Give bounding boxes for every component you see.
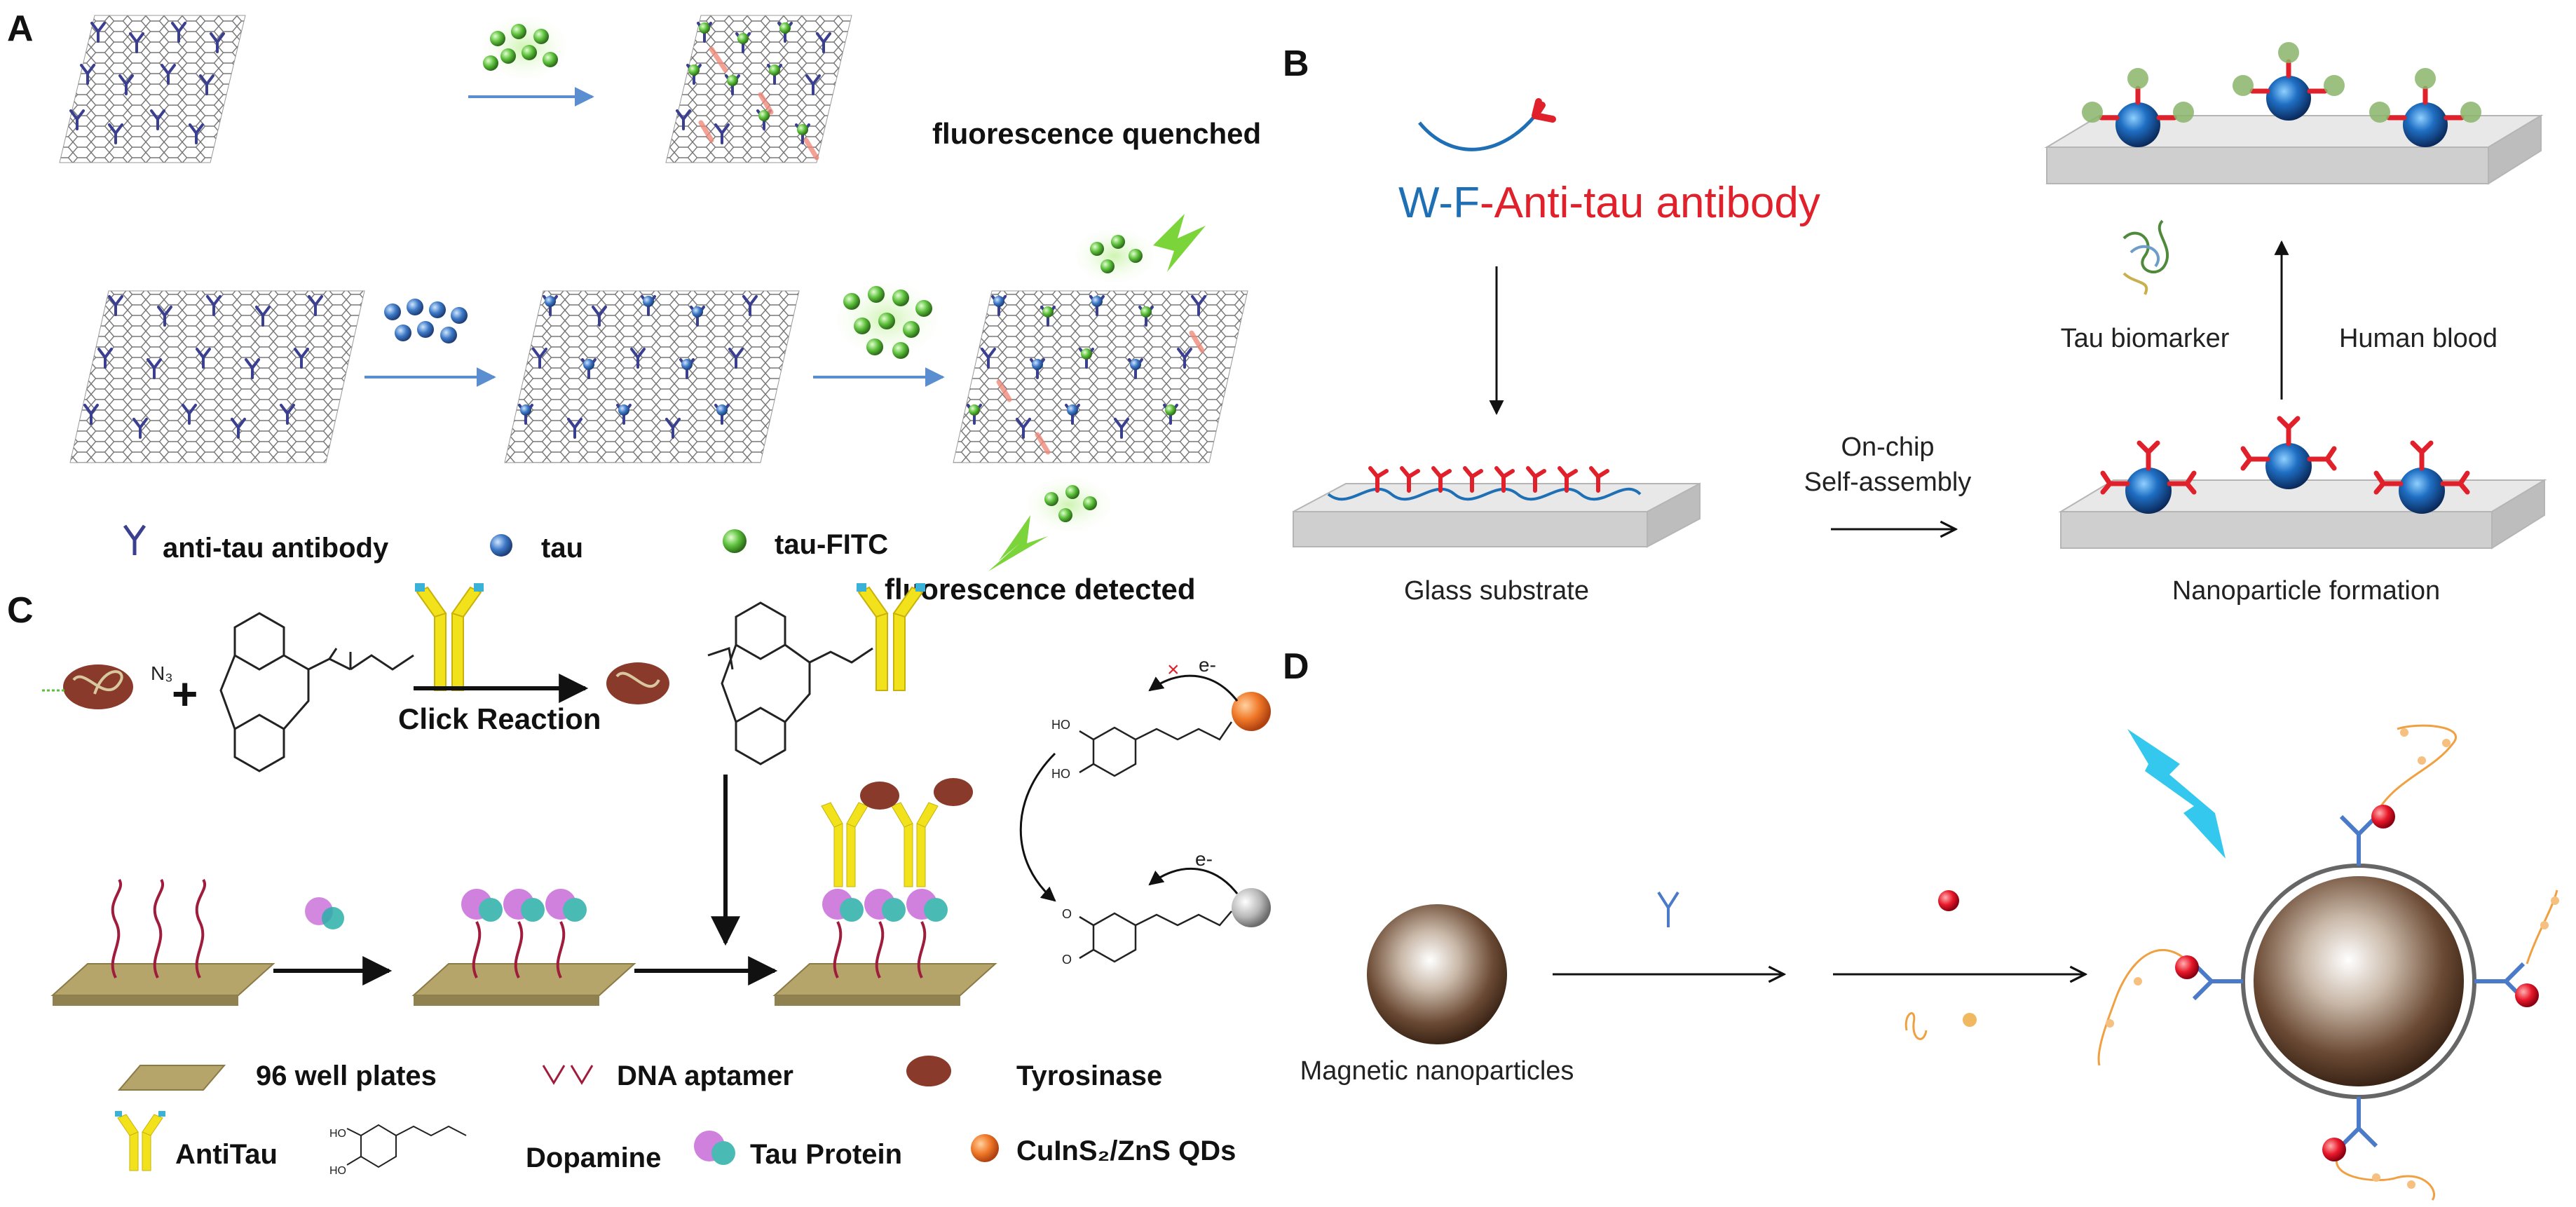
- panel-d-label: D: [1283, 646, 1309, 687]
- antitau-yellow-2: [857, 583, 925, 691]
- b-title-w: W: [1398, 179, 1440, 227]
- fitc-legend-icon: [723, 529, 747, 553]
- dopamine-ho-2: HO: [329, 1165, 346, 1177]
- glass-substrate-label: Glass substrate: [1404, 576, 1589, 606]
- red-qd-icon: [1938, 890, 1959, 911]
- panel-c-label: C: [7, 590, 34, 631]
- n3-label: N₃: [151, 662, 173, 684]
- fluorescence-glow-top: [1069, 214, 1206, 287]
- panel-c: C N₃ + Click Reaction: [7, 583, 1271, 1177]
- ho-label-1: HO: [1051, 718, 1070, 732]
- onchip-label-1: On-chip: [1841, 432, 1934, 462]
- antibody-blue-icon: [1657, 891, 1679, 927]
- tau-fitc-cluster-2: [827, 277, 946, 361]
- tau-bound-substrate: [2044, 42, 2544, 185]
- panel-c-legend: 96 well plates DNA aptamer Tyrosinase An…: [115, 1056, 1236, 1177]
- legend-aptamer-text: DNA aptamer: [617, 1061, 793, 1091]
- dopamine-cycle: HO HO O O × e- e-: [1019, 654, 1271, 967]
- tau-biomarker-icon: [2122, 219, 2169, 295]
- dbco-structure: [219, 612, 414, 772]
- tyrosinase-legend-icon: [906, 1056, 951, 1086]
- legend-tyrosinase-text: Tyrosinase: [1016, 1061, 1162, 1091]
- red-antibody-icon: [1532, 98, 1556, 123]
- o-label-1: O: [1062, 907, 1072, 921]
- blocked-x-icon: ×: [1167, 658, 1180, 681]
- panel-a-legend: anti-tau antibody tau tau-FITC: [123, 524, 888, 564]
- tau-protein-legend-icon: [694, 1131, 735, 1165]
- tau-strand-icon: [1904, 1012, 1928, 1040]
- fluorescence-glow-bottom: [988, 473, 1118, 571]
- glass-substrate: [1293, 466, 1701, 548]
- legend-tau-protein-text: Tau Protein: [750, 1139, 902, 1170]
- qd-legend-icon: [971, 1134, 999, 1162]
- labeled-nanoparticle-complex: [2097, 724, 2559, 1201]
- lightning-bolt-icon: [1153, 214, 1206, 272]
- legend-antibody-text: anti-tau antibody: [163, 533, 389, 564]
- antibody-legend-icon: [123, 524, 146, 555]
- tau-protein-cluster-1: [305, 897, 344, 929]
- qd-orange-icon: [1232, 692, 1271, 731]
- plate-3: [772, 778, 997, 1006]
- panel-b-label: B: [1283, 43, 1309, 84]
- legend-tau-text: tau: [541, 533, 583, 564]
- panel-d: D Magnetic nanoparticles: [1283, 646, 2559, 1201]
- magnetic-nanoparticle: [1367, 904, 1507, 1044]
- tau-fitc-cluster-1: [475, 11, 573, 84]
- nanoparticle-substrate: [2058, 416, 2547, 550]
- antitau-yellow-1: [415, 583, 484, 691]
- legend-antitau-text: AntiTau: [175, 1139, 278, 1170]
- legend-qds-text: CuInS₂/ZnS QDs: [1016, 1136, 1236, 1166]
- graphene-sheet-2: [665, 15, 852, 163]
- nanoparticle-formation-label: Nanoparticle formation: [2172, 576, 2440, 606]
- tyrosinase-icon: [42, 664, 133, 709]
- legend-dopamine-text: Dopamine: [526, 1143, 661, 1173]
- magnetic-nanoparticles-label: Magnetic nanoparticles: [1300, 1056, 1574, 1086]
- onchip-label-2: Self-assembly: [1804, 468, 1972, 497]
- graphene-sheet-3: [69, 290, 365, 463]
- graphene-sheet-4: [504, 290, 800, 463]
- legend-plates-text: 96 well plates: [256, 1061, 437, 1091]
- graphene-sheet-5: [953, 290, 1248, 463]
- b-title-f: F: [1453, 179, 1480, 227]
- panel-b: B W-F-Anti-tau antibody Glass: [1283, 42, 2547, 606]
- human-blood-label: Human blood: [2339, 324, 2497, 353]
- panel-a-label: A: [7, 8, 34, 49]
- fluorescence-detected-text: fluorescence detected: [885, 573, 1196, 606]
- graphene-sheet-1: [59, 15, 246, 163]
- panel-a: A: [7, 8, 1261, 606]
- small-orange-dot: [1963, 1013, 1977, 1027]
- b-title: W-F-Anti-tau antibody: [1398, 179, 1820, 227]
- antitau-legend-icon: [115, 1111, 165, 1171]
- click-reaction-text: Click Reaction: [398, 702, 601, 735]
- plate-2: [411, 889, 636, 1006]
- plate-1: [50, 878, 275, 1006]
- qd-grey-icon: [1232, 888, 1271, 927]
- lightning-bolt-icon: [2127, 729, 2226, 859]
- ho-label-2: HO: [1051, 767, 1070, 781]
- triazole-structure: [707, 601, 873, 765]
- plus-sign: +: [172, 669, 198, 719]
- fluorescence-quenched-text: fluorescence quenched: [932, 117, 1261, 150]
- linker-strand: [1418, 114, 1536, 151]
- b-title-dash: -: [1438, 179, 1453, 227]
- e-label-1: e-: [1199, 654, 1216, 676]
- dopamine-ho-1: HO: [329, 1128, 346, 1140]
- o-label-2: O: [1062, 953, 1072, 967]
- dopamine-legend-icon: [346, 1124, 467, 1168]
- tau-biomarker-label: Tau biomarker: [2061, 324, 2230, 353]
- tau-legend-icon: [490, 534, 512, 557]
- bound-antitau: [821, 778, 973, 887]
- tyrosinase-icon-2: [606, 662, 669, 704]
- e-label-2: e-: [1195, 848, 1213, 870]
- aptamer-legend-icon: [542, 1065, 594, 1085]
- lightning-bolt-icon: [988, 515, 1048, 571]
- tau-cluster: [384, 299, 468, 343]
- b-title-rest: -Anti-tau antibody: [1480, 179, 1820, 227]
- plate-legend-icon: [117, 1065, 226, 1091]
- legend-fitc-text: tau-FITC: [775, 529, 888, 560]
